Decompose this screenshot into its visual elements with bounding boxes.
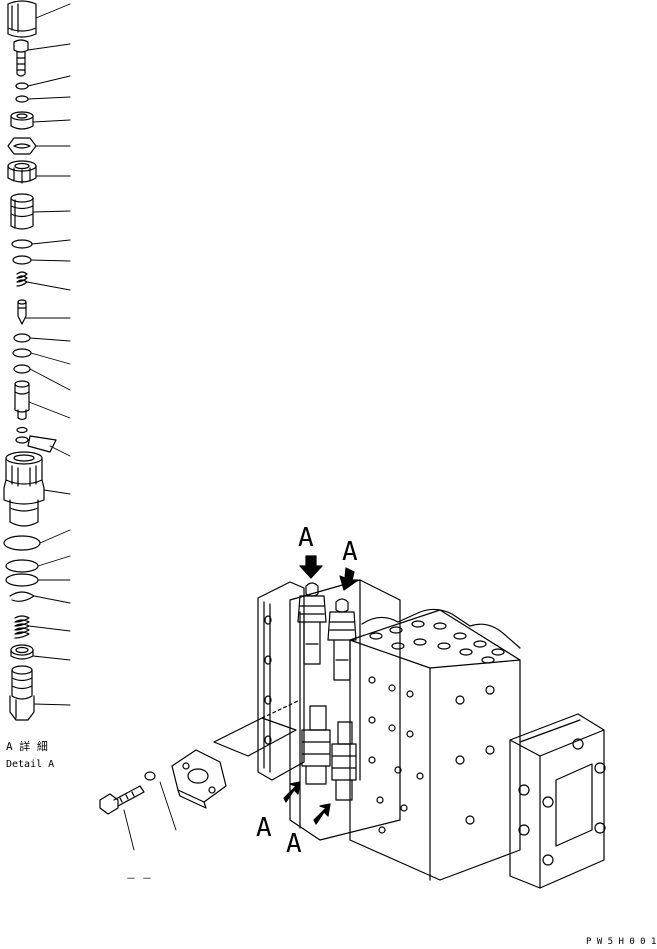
bolt: [99, 785, 145, 815]
relief-valve-lower-right: [331, 721, 357, 801]
part-pin: [13, 39, 29, 77]
view-arrow-top-left: [299, 555, 323, 579]
view-label-a-bottom-right: A: [286, 829, 302, 859]
view-arrows: [283, 555, 359, 825]
part-spring-small: [16, 271, 28, 287]
part-tag-sheet: [27, 435, 57, 453]
part-housing: [3, 451, 45, 527]
view-arrow-bottom-right: [313, 803, 331, 825]
part-ring-small: [15, 95, 29, 103]
drawing-code: P W 5 H 0 0 1: [586, 937, 656, 947]
part-ring: [13, 333, 31, 343]
view-arrow-bottom-left: [283, 781, 301, 803]
detail-label-jp: A 詳 細: [6, 739, 48, 753]
part-ring-large: [5, 559, 39, 573]
view-label-a-top-left: A: [298, 523, 314, 553]
part-cap: [7, 0, 37, 38]
part-ring-small: [15, 82, 29, 90]
part-washer: [15, 436, 29, 444]
relief-valve-upper-right: [327, 598, 357, 681]
part-hex-washer: [7, 137, 37, 155]
part-spring: [14, 615, 30, 639]
valve-main-body: [349, 608, 521, 881]
part-needle: [17, 299, 27, 325]
valve-end-plate: [257, 581, 305, 781]
valve-end-cover: [509, 713, 606, 889]
leader-lines: [25, 3, 71, 706]
view-label-a-top-right: A: [342, 537, 358, 567]
part-backup-ring: [5, 573, 39, 587]
text-labels: A A A A A 詳 細 Detail A － － P W 5 H 0 0 1: [6, 523, 656, 947]
bolt-callout: － －: [126, 874, 152, 885]
part-sleeve: [10, 193, 34, 230]
part-spool: [9, 665, 35, 721]
valve-center-block: [289, 579, 401, 841]
gasket-leader: [261, 699, 301, 719]
part-nut: [7, 160, 37, 184]
gasket-sheet: [213, 717, 297, 757]
view-arrow-top-right: [339, 567, 359, 591]
part-ring: [13, 364, 31, 374]
flange: [171, 749, 227, 809]
view-label-a-bottom-left: A: [256, 813, 272, 843]
part-o-ring: [11, 239, 33, 249]
part-guide: [10, 644, 34, 660]
part-o-ring-large: [3, 535, 41, 551]
exploded-parts-column: [3, 0, 71, 721]
part-bushing: [10, 111, 34, 130]
washer: [144, 771, 156, 781]
part-ring: [12, 348, 32, 358]
part-snap-ring: [9, 591, 35, 602]
part-ring: [12, 255, 32, 265]
control-valve-assembly: [99, 579, 606, 889]
relief-valve-lower-left: [301, 705, 331, 785]
part-piston: [14, 380, 30, 421]
part-washer: [16, 426, 28, 434]
bolt-leader: [123, 809, 135, 851]
relief-valve-upper-left: [297, 582, 327, 665]
flange-leader: [159, 781, 177, 831]
detail-label-en: Detail A: [6, 759, 54, 770]
